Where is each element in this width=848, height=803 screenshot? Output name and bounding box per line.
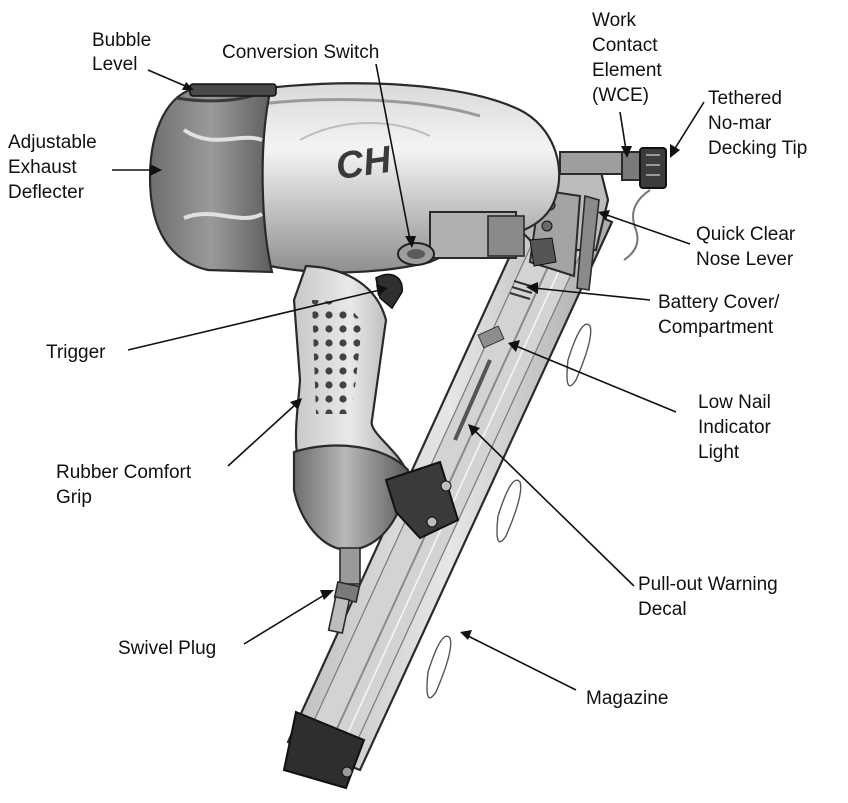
tool-illustration: CH [148,82,667,790]
trigger-part [375,242,435,310]
label-bubble-level: Bubble Level [92,30,156,75]
label-rubber-grip: Rubber Comfort Grip [56,462,196,508]
label-conversion-switch: Conversion Switch [222,42,379,63]
label-battery-cover: Battery Cover/ Compartment [658,292,785,338]
leader-trigger [127,289,381,351]
air-inlet [292,444,460,635]
leader-swivel-plug [243,593,327,645]
leader-bubble-level [147,69,191,89]
label-exhaust-deflector: Adjustable Exhaust Deflecter [8,132,102,203]
leader-tethered-tip [673,101,705,151]
leader-conversion-switch [375,63,411,241]
label-magazine: Magazine [586,688,668,709]
leader-battery [533,287,651,301]
motor-housing: CH [200,82,561,274]
callout-labels: Bubble Level Conversion Switch Work Cont… [8,10,807,709]
label-tethered-tip: Tethered No-mar Decking Tip [708,88,807,159]
label-swivel-plug: Swivel Plug [118,638,216,659]
grip-part [292,264,408,472]
magazine-part [282,188,614,790]
label-low-nail-light: Low Nail Indicator Light [698,392,776,463]
label-work-contact-element: Work Contact Element (WCE) [592,10,667,106]
label-quick-clear-lever: Quick Clear Nose Lever [696,224,801,270]
leader-magazine [467,635,577,691]
exhaust-cap [148,83,277,274]
label-pullout-decal: Pull-out Warning Decal [638,574,783,620]
leader-low-nail [515,345,677,413]
leader-quick-clear [603,213,691,245]
callout-leaders [112,63,705,691]
leader-pullout-decal [473,429,635,587]
brand-logo: CH [333,139,395,188]
leader-grip [227,403,297,467]
leader-wce [619,111,627,151]
label-trigger: Trigger [46,342,106,363]
